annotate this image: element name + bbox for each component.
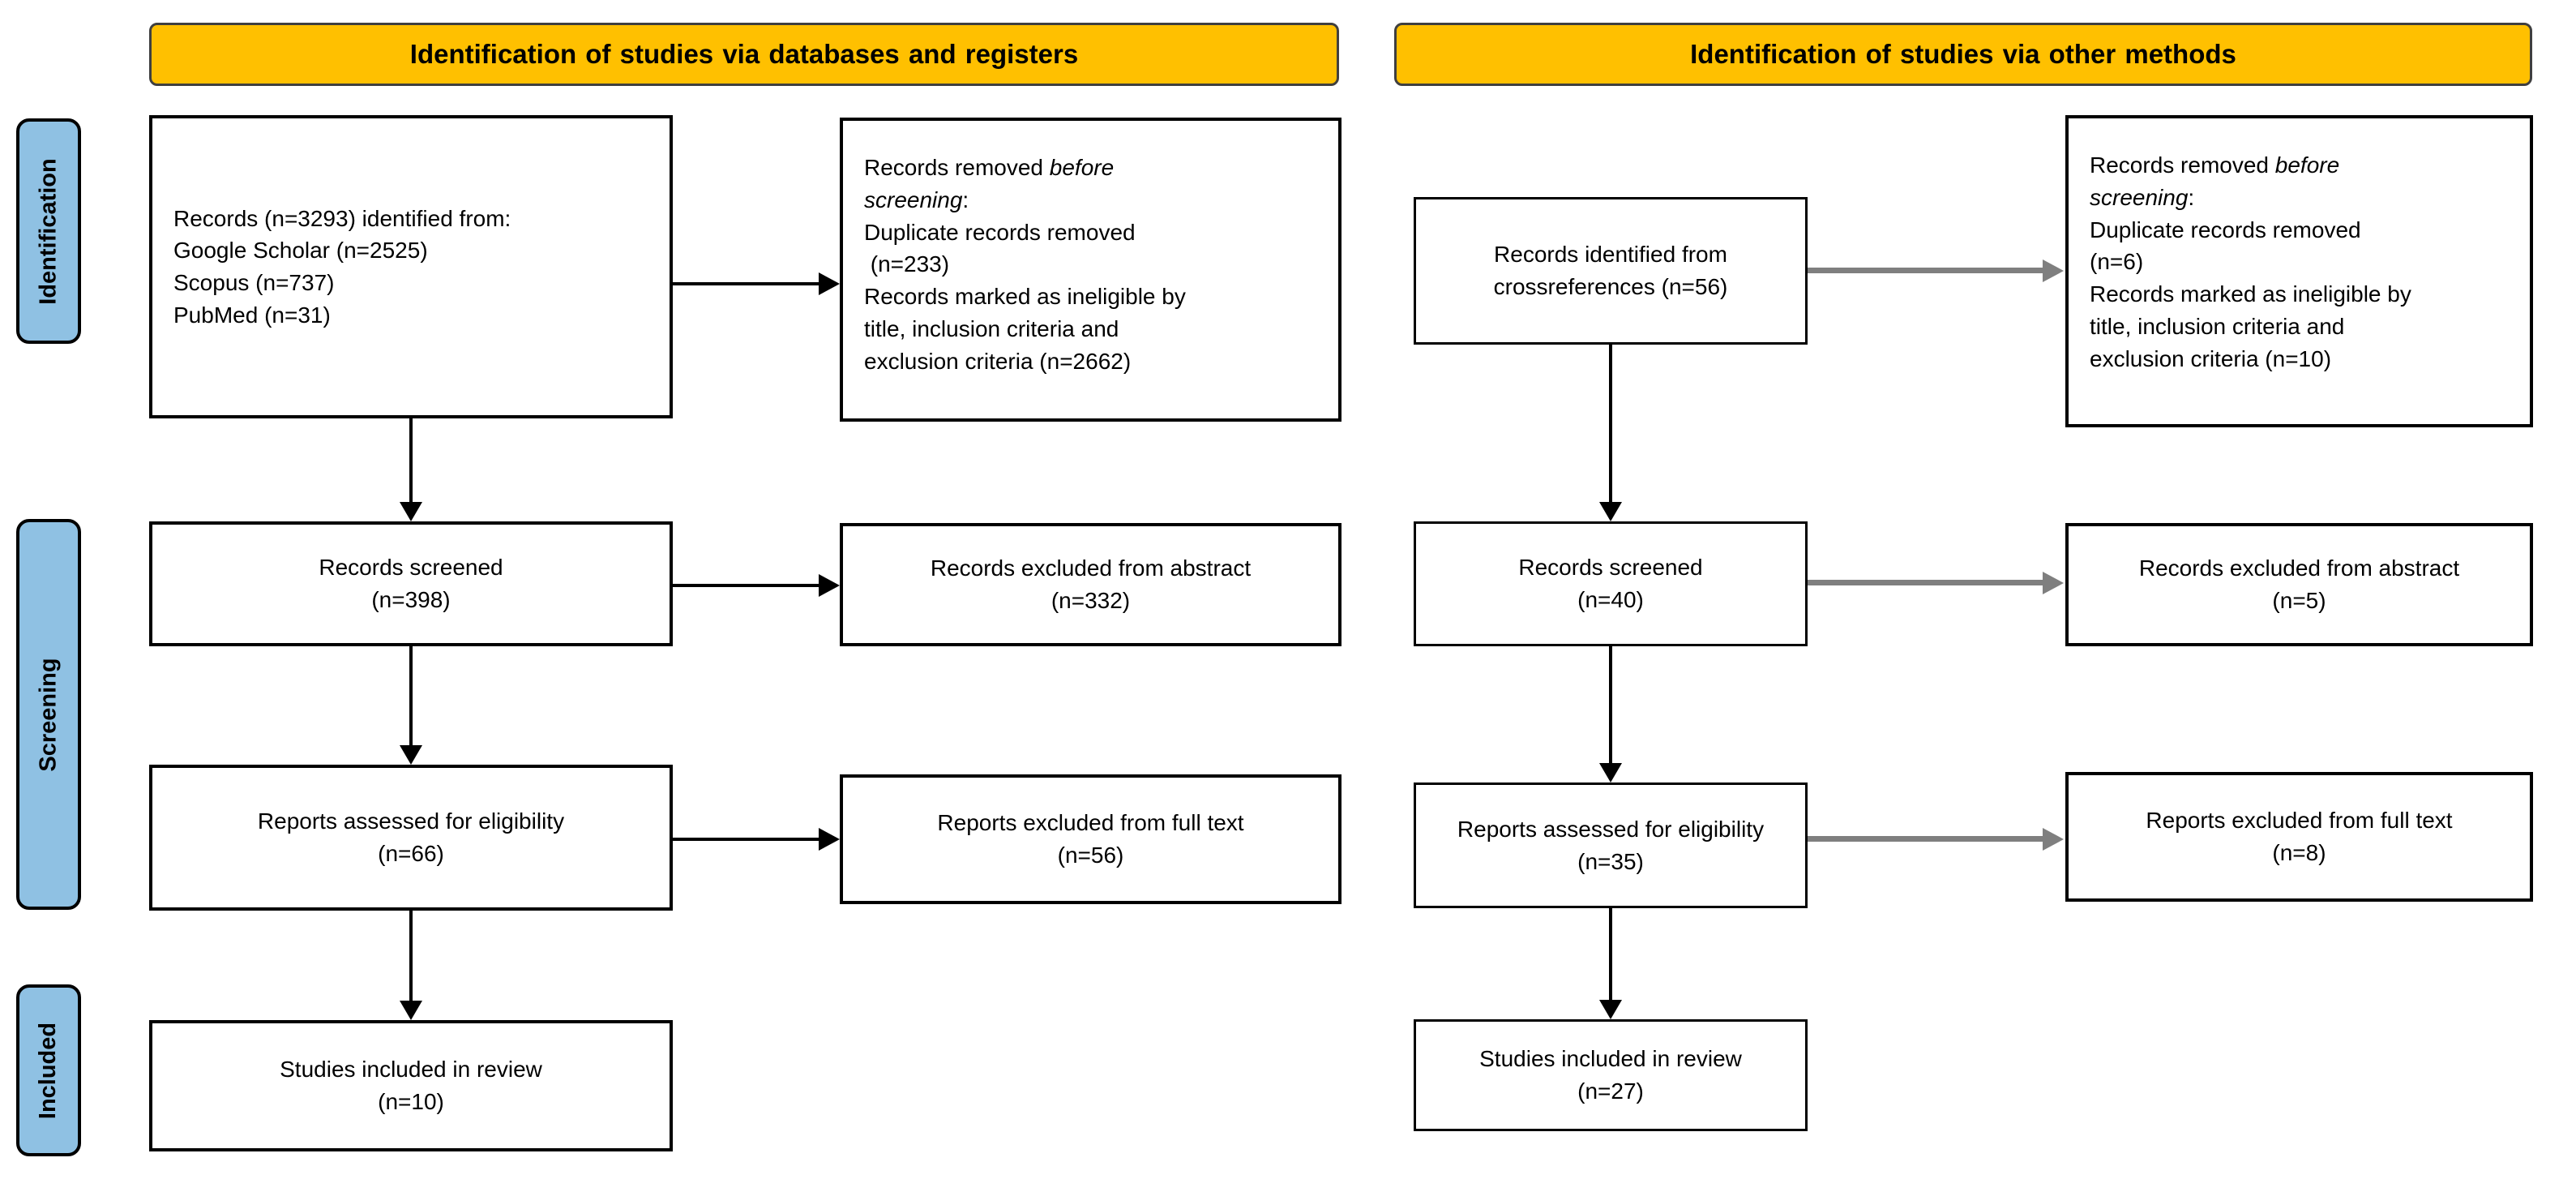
stage-identification: Identification bbox=[16, 118, 81, 344]
box-reports-excluded-fulltext-left-text: Reports excluded from full text (n=56) bbox=[937, 810, 1244, 868]
stage-included: Included bbox=[16, 984, 81, 1156]
arrow-assessed-to-excluded-right bbox=[1808, 836, 2044, 842]
removed-right-post: : Duplicate records removed (n=6) Record… bbox=[2090, 184, 2411, 371]
box-records-excluded-abstract-right: Records excluded from abstract (n=5) bbox=[2065, 523, 2533, 646]
box-records-excluded-abstract-left-text: Records excluded from abstract (n=332) bbox=[930, 555, 1252, 613]
arrow-screened-to-assessed-right bbox=[1609, 646, 1612, 765]
box-records-screened-right: Records screened (n=40) bbox=[1414, 521, 1808, 646]
box-records-screened-right-text: Records screened (n=40) bbox=[1518, 555, 1703, 612]
arrow-identified-to-screened-right bbox=[1609, 345, 1612, 504]
box-records-removed-right-text: Records removed before screening: Duplic… bbox=[2090, 149, 2411, 375]
arrow-identified-to-screened-left bbox=[409, 418, 413, 504]
stage-screening: Screening bbox=[16, 519, 81, 910]
removed-right-italic: before screening bbox=[2090, 152, 2340, 210]
box-reports-excluded-fulltext-right: Reports excluded from full text (n=8) bbox=[2065, 772, 2533, 902]
removed-right-pre: Records removed bbox=[2090, 152, 2275, 178]
box-records-screened-left-text: Records screened (n=398) bbox=[319, 555, 503, 612]
arrow-assessed-to-included-left bbox=[409, 911, 413, 1002]
header-other-methods: Identification of studies via other meth… bbox=[1394, 23, 2532, 86]
box-studies-included-left: Studies included in review (n=10) bbox=[149, 1020, 673, 1151]
box-reports-excluded-fulltext-right-text: Reports excluded from full text (n=8) bbox=[2146, 808, 2453, 865]
box-reports-assessed-left-text: Reports assessed for eligibility (n=66) bbox=[257, 808, 565, 866]
box-records-excluded-abstract-right-text: Records excluded from abstract (n=5) bbox=[2138, 555, 2460, 613]
box-reports-assessed-right-text: Reports assessed for eligibility (n=35) bbox=[1457, 816, 1765, 874]
stage-included-label: Included bbox=[35, 1022, 62, 1119]
arrow-identified-to-removed-left bbox=[673, 282, 820, 285]
box-records-excluded-abstract-left: Records excluded from abstract (n=332) bbox=[840, 523, 1341, 646]
arrow-screened-to-assessed-left bbox=[409, 646, 413, 747]
box-records-identified-databases: Records (n=3293) identified from: Google… bbox=[149, 115, 673, 418]
box-reports-assessed-left: Reports assessed for eligibility (n=66) bbox=[149, 765, 673, 911]
box-records-removed-right: Records removed before screening: Duplic… bbox=[2065, 115, 2533, 427]
box-reports-excluded-fulltext-left: Reports excluded from full text (n=56) bbox=[840, 774, 1341, 904]
box-records-identified-crossreferences-text: Records identified from crossreferences … bbox=[1493, 242, 1728, 299]
stage-screening-label: Screening bbox=[35, 657, 62, 772]
box-studies-included-right: Studies included in review (n=27) bbox=[1414, 1019, 1808, 1131]
removed-left-post: : Duplicate records removed (n=233) Reco… bbox=[864, 187, 1186, 374]
removed-left-italic: before screening bbox=[864, 155, 1115, 212]
arrow-identified-to-removed-right bbox=[1808, 268, 2044, 273]
box-reports-assessed-right: Reports assessed for eligibility (n=35) bbox=[1414, 783, 1808, 908]
arrow-assessed-to-included-right bbox=[1609, 908, 1612, 1001]
arrow-assessed-to-excluded-left bbox=[673, 838, 820, 841]
removed-left-pre: Records removed bbox=[864, 155, 1050, 180]
box-records-screened-left: Records screened (n=398) bbox=[149, 521, 673, 646]
box-studies-included-right-text: Studies included in review (n=27) bbox=[1479, 1046, 1742, 1104]
box-studies-included-left-text: Studies included in review (n=10) bbox=[280, 1057, 542, 1114]
header-databases-registers: Identification of studies via databases … bbox=[149, 23, 1339, 86]
box-records-removed-left-text: Records removed before screening: Duplic… bbox=[864, 152, 1186, 377]
box-records-identified-crossreferences: Records identified from crossreferences … bbox=[1414, 197, 1808, 345]
stage-identification-label: Identification bbox=[35, 157, 62, 305]
arrow-screened-to-excluded-left bbox=[673, 584, 820, 587]
arrow-screened-to-excluded-right bbox=[1808, 580, 2044, 585]
box-records-identified-databases-text: Records (n=3293) identified from: Google… bbox=[173, 205, 511, 328]
box-records-removed-left: Records removed before screening: Duplic… bbox=[840, 118, 1341, 422]
